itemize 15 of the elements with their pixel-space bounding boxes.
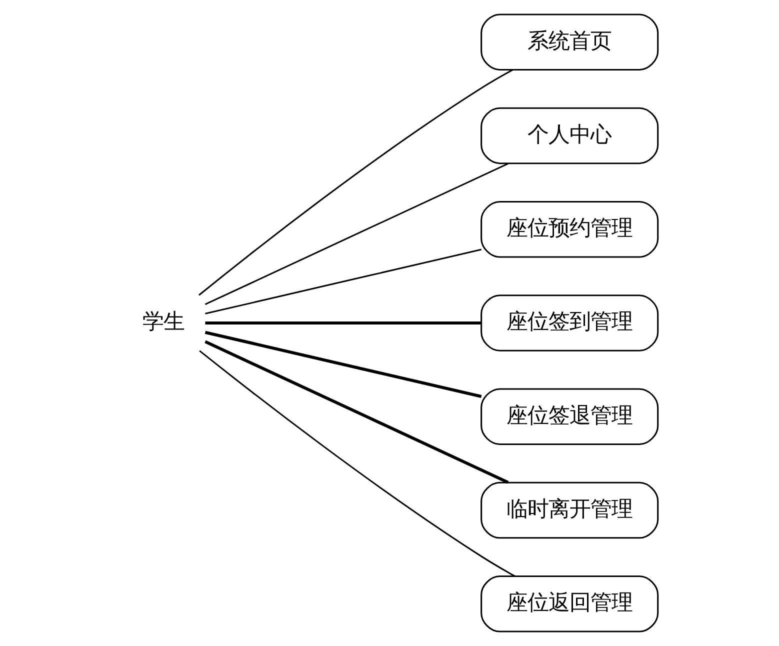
node-box: 座位签退管理 xyxy=(480,388,658,446)
node-text: 学生 xyxy=(142,310,184,335)
connector xyxy=(198,69,513,296)
node-box: 临时离开管理 xyxy=(480,482,658,539)
node-box: 座位预约管理 xyxy=(480,200,658,258)
node-box: 座位返回管理 xyxy=(480,576,658,632)
node-box: 个人中心 xyxy=(480,107,658,164)
connector xyxy=(204,321,481,325)
node-box: 系统首页 xyxy=(480,14,658,70)
connector xyxy=(204,330,482,398)
connector xyxy=(198,350,515,577)
connector xyxy=(204,340,508,484)
node-box: 座位签到管理 xyxy=(480,294,658,352)
connector xyxy=(204,162,508,306)
connector xyxy=(204,248,481,314)
